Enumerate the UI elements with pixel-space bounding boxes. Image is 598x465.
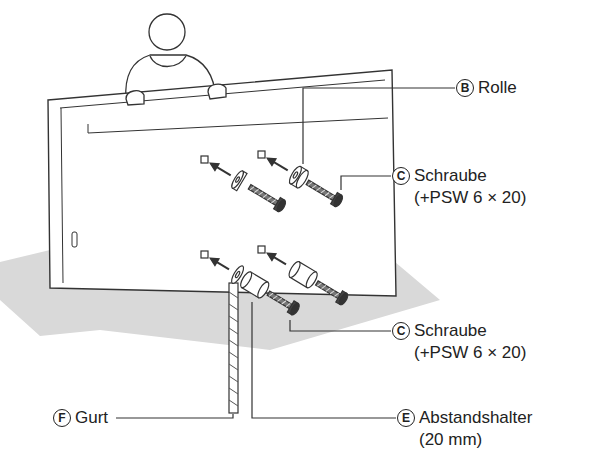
- washer-hole: [235, 176, 240, 182]
- leader-line: [290, 320, 391, 331]
- hole: [201, 156, 208, 163]
- hand: [208, 84, 226, 99]
- arrow: [215, 166, 230, 175]
- strap-ring-hole: [235, 271, 241, 278]
- callout-letter-text: B: [461, 82, 470, 94]
- hole: [258, 151, 265, 158]
- screw-thread: [308, 181, 334, 199]
- strap-band: [229, 283, 238, 413]
- spacer: [287, 260, 302, 279]
- screw-shaft: [248, 185, 280, 207]
- arrow-head: [265, 155, 276, 166]
- person-hands: [126, 84, 226, 105]
- leader-line: [303, 88, 455, 164]
- screw-head: [289, 302, 301, 316]
- part-name: Abstandshalter (20 mm): [419, 407, 511, 451]
- arrow-head: [208, 255, 219, 266]
- roller: [287, 165, 303, 186]
- part-name: Schraube (+PSW 6 × 20): [414, 320, 528, 364]
- roller-assembly: [262, 150, 346, 211]
- callout-letter-text: E: [402, 412, 410, 424]
- screw-shaft: [267, 291, 294, 310]
- arrow-head: [265, 250, 276, 261]
- hole: [258, 246, 265, 253]
- screw-shaft: [306, 180, 337, 201]
- strap-assembly: [205, 250, 303, 320]
- callout-letter: E: [397, 409, 415, 427]
- screw-head: [338, 292, 350, 306]
- screw-head: [332, 194, 344, 208]
- leader-line: [252, 302, 396, 418]
- hole: [201, 251, 208, 258]
- screw-assembly: [205, 155, 289, 216]
- roller-hole: [292, 171, 298, 178]
- arrow-head: [208, 160, 219, 171]
- screw-head: [275, 199, 287, 213]
- part-name: Schraube (+PSW 6 × 20): [414, 165, 528, 209]
- leader-line: [116, 414, 233, 418]
- callout-letter-text: C: [397, 325, 406, 337]
- callout-letter-text: F: [58, 412, 65, 424]
- leader-lines: [116, 88, 455, 418]
- strap: [229, 283, 238, 413]
- part-name: Rolle: [478, 77, 519, 99]
- washer: [230, 169, 245, 189]
- screw-thread: [269, 292, 290, 308]
- callout-letter: B: [456, 79, 474, 97]
- tv-housing: [48, 70, 396, 296]
- callout-letter: C: [392, 322, 410, 340]
- spacer-assembly: [263, 245, 351, 308]
- spacer: [239, 270, 254, 289]
- mounting-holes: [201, 151, 265, 258]
- callout-letter-text: C: [397, 170, 406, 182]
- callout-letter: C: [392, 167, 410, 185]
- screw-shaft: [316, 281, 343, 300]
- person-collar: [150, 56, 186, 67]
- screw-thread: [250, 186, 276, 204]
- leader-line: [341, 176, 391, 190]
- tv-slot: [72, 232, 77, 247]
- hand: [126, 91, 144, 105]
- person-head: [149, 14, 185, 50]
- screw-thread: [317, 282, 338, 298]
- part-name: Gurt: [75, 407, 111, 429]
- tv-ridge: [88, 118, 388, 133]
- strap-holes: [229, 292, 238, 406]
- tv-ridge: [88, 124, 89, 133]
- tv-edge: [61, 108, 63, 283]
- arrow: [272, 161, 287, 170]
- tv-back: [48, 70, 396, 296]
- callout-letter: F: [53, 409, 71, 427]
- tv-edge: [60, 80, 385, 108]
